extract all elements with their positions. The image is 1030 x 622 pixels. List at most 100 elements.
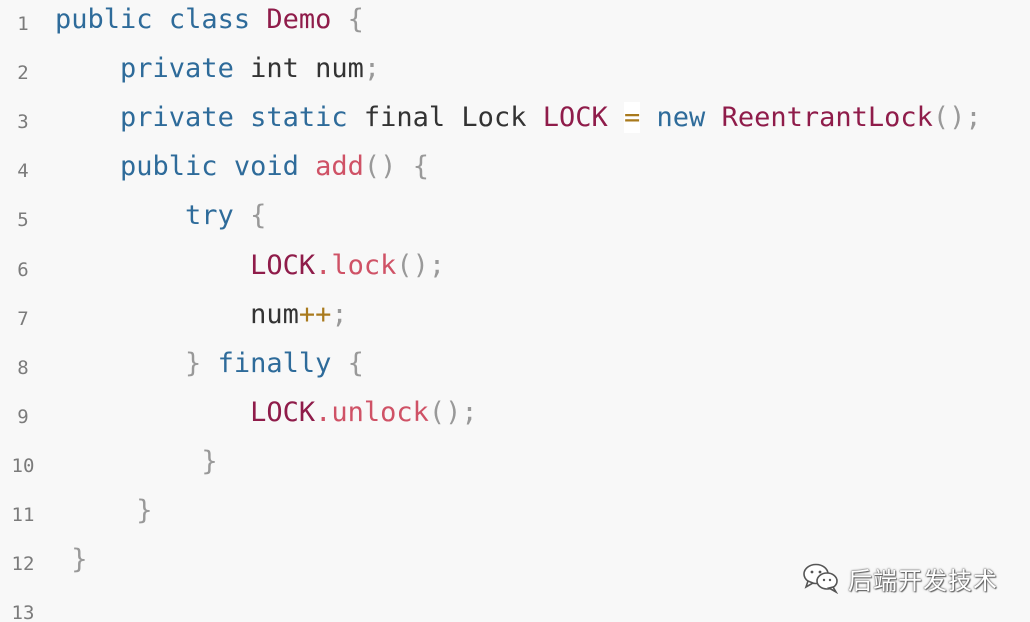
code-token xyxy=(250,4,266,35)
line-code: num++; xyxy=(55,298,348,332)
code-line: 9 LOCK.unlock(); xyxy=(0,394,1030,443)
line-number: 9 xyxy=(17,405,29,428)
code-token: static xyxy=(250,102,348,134)
code-token: private xyxy=(120,102,234,134)
line-number: 12 xyxy=(11,553,35,576)
line-code: private int num; xyxy=(55,52,380,86)
code-line: 13 xyxy=(0,590,1030,622)
code-line: 8 } finally { xyxy=(0,345,1030,394)
code-token: public xyxy=(55,4,153,35)
line-code: } finally { xyxy=(55,347,364,381)
code-token: ReentrantLock xyxy=(721,102,933,134)
code-token: class xyxy=(168,4,251,35)
line-code: } xyxy=(55,445,218,479)
code-token xyxy=(234,200,250,231)
code-token: = xyxy=(624,102,641,134)
code-token xyxy=(55,495,136,526)
code-token: LOCK xyxy=(250,249,316,281)
line-code: } xyxy=(55,494,153,528)
line-number: 10 xyxy=(11,454,35,477)
code-token: { xyxy=(412,151,429,183)
code-token xyxy=(55,348,185,379)
code-token xyxy=(705,102,721,133)
watermark-text: 后端开发技术 xyxy=(848,566,998,595)
code-token: new xyxy=(656,102,706,134)
line-number: 5 xyxy=(17,209,29,232)
code-token xyxy=(640,102,656,133)
code-token: (); xyxy=(428,396,478,428)
code-token: finally xyxy=(217,347,332,379)
code-token: { xyxy=(250,200,267,232)
wechat-chat-icon xyxy=(803,563,839,594)
watermark: 后端开发技术 xyxy=(802,560,998,596)
code-token: (); xyxy=(932,102,982,134)
line-code: try { xyxy=(55,199,266,233)
code-token: num xyxy=(55,298,299,330)
code-token xyxy=(55,102,120,133)
code-token xyxy=(608,102,624,133)
code-token: (); xyxy=(396,249,446,281)
line-number: 6 xyxy=(17,258,29,281)
line-code: } xyxy=(55,543,88,577)
code-token xyxy=(55,53,120,84)
code-token: Demo xyxy=(266,4,332,35)
line-code: private static final Lock LOCK = new Ree… xyxy=(55,101,982,135)
code-token xyxy=(396,151,412,182)
code-token xyxy=(331,4,347,35)
line-number: 11 xyxy=(11,504,35,526)
line-number: 1 xyxy=(17,13,29,35)
code-token: .lock xyxy=(315,249,397,281)
code-token xyxy=(55,544,71,575)
line-number: 13 xyxy=(11,602,35,622)
code-token xyxy=(55,446,201,477)
code-line: 7 num++; xyxy=(0,296,1030,345)
code-token: public xyxy=(120,151,218,183)
code-token xyxy=(55,151,120,182)
line-number: 2 xyxy=(17,62,29,85)
line-code: public class Demo { xyxy=(55,3,364,37)
code-token xyxy=(55,200,185,231)
code-token xyxy=(299,151,315,182)
code-token: ++ xyxy=(298,298,332,330)
code-token xyxy=(331,348,347,379)
code-line: 12 } xyxy=(0,541,1030,590)
code-line: 1 public class Demo { xyxy=(0,1,1030,50)
code-token: LOCK xyxy=(250,396,316,428)
code-line: 11 } xyxy=(0,492,1030,541)
code-token: private xyxy=(120,53,234,85)
code-line: 5 try { xyxy=(0,197,1030,246)
line-number: 4 xyxy=(17,160,29,183)
code-token: { xyxy=(347,347,364,379)
code-token: .unlock xyxy=(315,396,429,428)
line-number: 8 xyxy=(17,356,29,379)
code-line: 3 private static final Lock LOCK = new R… xyxy=(0,99,1030,148)
code-token: } xyxy=(71,544,88,576)
code-token: try xyxy=(185,200,234,232)
code-token xyxy=(55,397,250,428)
code-token xyxy=(153,4,169,35)
line-code: LOCK.lock(); xyxy=(55,249,445,283)
code-token xyxy=(218,151,234,182)
code-line: 4 public void add() { xyxy=(0,148,1030,197)
code-token xyxy=(201,348,217,379)
line-code: public void add() { xyxy=(55,150,429,184)
line-number: 3 xyxy=(17,111,29,134)
code-token: } xyxy=(136,495,153,526)
code-token: add xyxy=(315,151,364,183)
code-token: () xyxy=(363,151,397,183)
code-token: } xyxy=(201,445,218,477)
line-code: LOCK.unlock(); xyxy=(55,396,478,430)
code-token xyxy=(234,102,250,133)
code-token: ; xyxy=(363,53,381,85)
code-line: 10 } xyxy=(0,443,1030,492)
code-token: LOCK xyxy=(542,102,608,134)
code-token: { xyxy=(347,4,364,35)
code-line: 6 LOCK.lock(); xyxy=(0,247,1030,296)
code-token: ; xyxy=(331,298,348,330)
code-token: int num xyxy=(233,53,364,85)
code-token: final Lock xyxy=(347,102,543,134)
code-token: } xyxy=(185,347,202,379)
code-token: void xyxy=(233,151,299,183)
line-number: 7 xyxy=(17,307,29,330)
